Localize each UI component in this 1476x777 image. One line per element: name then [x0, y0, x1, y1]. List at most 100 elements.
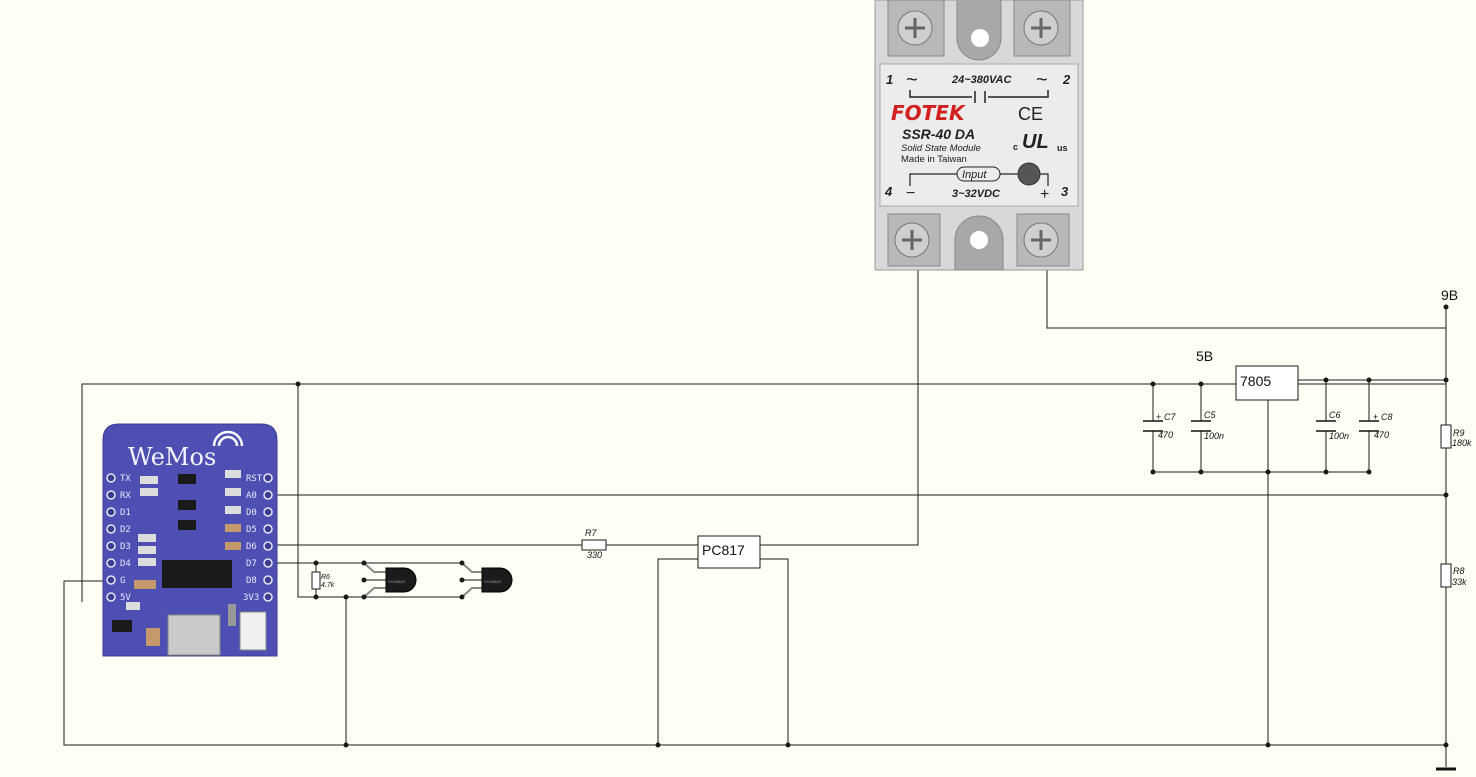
wire-pc817-relay [760, 266, 919, 546]
status-led-icon [1017, 162, 1041, 186]
pin-hole [263, 473, 273, 483]
smd-part [140, 488, 158, 496]
pin-hole [106, 558, 116, 568]
relay-output-symbol [909, 90, 1049, 98]
sensor-2-label: DS18B20 [484, 579, 502, 584]
junction [785, 742, 791, 748]
wemos-pin-d5: D5 [246, 525, 257, 535]
solid-state-relay[interactable]: 1 ~ 24~380VAC ~ 2 FOTEK CE SSR-40 DA UL … [874, 0, 1084, 271]
pin-hole [263, 524, 273, 534]
relay-dc-rating: 3~32VDC [952, 188, 1001, 200]
smd-part [225, 542, 241, 550]
screw-icon [902, 230, 922, 250]
wemos-pin-d0: D0 [246, 508, 257, 518]
cap-c8-pol: + [1373, 412, 1378, 422]
wemos-logo: WeMos [128, 443, 216, 471]
pin-hole [263, 507, 273, 517]
junction [361, 594, 367, 600]
pin-hole [263, 490, 273, 500]
resistor-body [581, 539, 607, 551]
mounting-hole [971, 29, 989, 47]
relay-pin-1: 1 [886, 72, 893, 87]
temperature-sensor-2[interactable]: DS18B20 [481, 567, 513, 593]
junction [1443, 304, 1449, 310]
resistor-r8[interactable]: R8 33k [1440, 563, 1467, 588]
resistor-body [1440, 424, 1452, 449]
relay-pin-3: 3 [1061, 184, 1069, 199]
wemos-pin-g: G [120, 576, 125, 586]
relay-minus: − [906, 185, 915, 202]
wire-sensor-vcc [297, 384, 462, 598]
capacitor-c7[interactable]: + C7 470 [1143, 412, 1176, 440]
junction [295, 381, 301, 387]
regulator-7805[interactable]: 7805 [1235, 365, 1299, 401]
wire-gnd-bus [63, 580, 1446, 746]
pin-hole [106, 490, 116, 500]
usb-connector [167, 614, 221, 656]
junction [1366, 469, 1372, 475]
sensor-body [481, 567, 513, 593]
smd-chip [112, 620, 132, 632]
junction [1150, 381, 1156, 387]
cap-c6-value: 100n [1329, 431, 1349, 441]
junction [1323, 469, 1329, 475]
capacitor-c6[interactable]: C6 100n [1316, 410, 1349, 441]
smd-part [225, 488, 241, 496]
resistor-r8-name: R8 [1453, 566, 1465, 576]
resistor-r8-value: 33k [1452, 577, 1467, 587]
wemos-pin-d1: D1 [120, 508, 131, 518]
pin-hole [263, 575, 273, 585]
resistor-r6-name: R6 [321, 574, 330, 581]
junction [1443, 492, 1449, 498]
relay-input-label: Input [962, 169, 987, 181]
screw-icon [1031, 18, 1051, 38]
junction [361, 577, 367, 583]
smd-part [225, 470, 241, 478]
wires [63, 266, 1456, 771]
cap-c7-value: 470 [1158, 430, 1173, 440]
wifi-icon [212, 430, 244, 447]
wemos-left-pin-holes [106, 473, 116, 602]
wifi-icon [217, 435, 239, 447]
resistor-r7-name: R7 [585, 528, 597, 538]
pin-hole [263, 541, 273, 551]
junction [655, 742, 661, 748]
wemos-pin-tx: TX [120, 474, 131, 484]
optocoupler-pc817[interactable]: PC817 [697, 535, 761, 569]
resistor-r7[interactable]: R7 330 [581, 528, 607, 560]
resistor-r6[interactable]: R6 4.7k [311, 571, 335, 590]
temperature-sensor-1[interactable]: DS18B20 [385, 567, 417, 593]
ul-mark-us: us [1057, 143, 1068, 153]
pin-hole [106, 524, 116, 534]
wemos-pin-5v: 5V [120, 593, 131, 603]
wemos-pin-rx: RX [120, 491, 131, 501]
junction [459, 560, 465, 566]
ul-mark-c: c [1013, 142, 1018, 152]
wemos-d1-mini-board[interactable]: WeMos TX RX D1 D2 D3 [102, 423, 278, 657]
smd-part [134, 580, 156, 589]
screw-icon [905, 18, 925, 38]
cap-c5-value: 100n [1204, 431, 1224, 441]
smd-part [138, 534, 156, 542]
cap-c8-value: 470 [1374, 430, 1389, 440]
junction [1443, 377, 1449, 383]
wemos-pin-rst: RST [246, 474, 263, 484]
optocoupler-label: PC817 [702, 542, 745, 558]
resistor-r9-name: R9 [1453, 428, 1465, 438]
junction [313, 594, 319, 600]
resistor-r9[interactable]: R9 180k [1440, 424, 1472, 449]
cap-c5-name: C5 [1204, 410, 1216, 420]
smd-part [126, 602, 140, 610]
junction [1265, 469, 1271, 475]
pin-hole [106, 507, 116, 517]
wemos-pin-d7: D7 [246, 559, 257, 569]
pin-hole [263, 592, 273, 602]
cap-c8-name: C8 [1381, 412, 1393, 422]
pin-hole [106, 575, 116, 585]
junction [459, 594, 465, 600]
capacitor-c5[interactable]: C5 100n [1191, 410, 1224, 441]
junction [361, 560, 367, 566]
capacitor-c8[interactable]: + C8 470 [1359, 412, 1393, 440]
junction [1323, 377, 1329, 383]
